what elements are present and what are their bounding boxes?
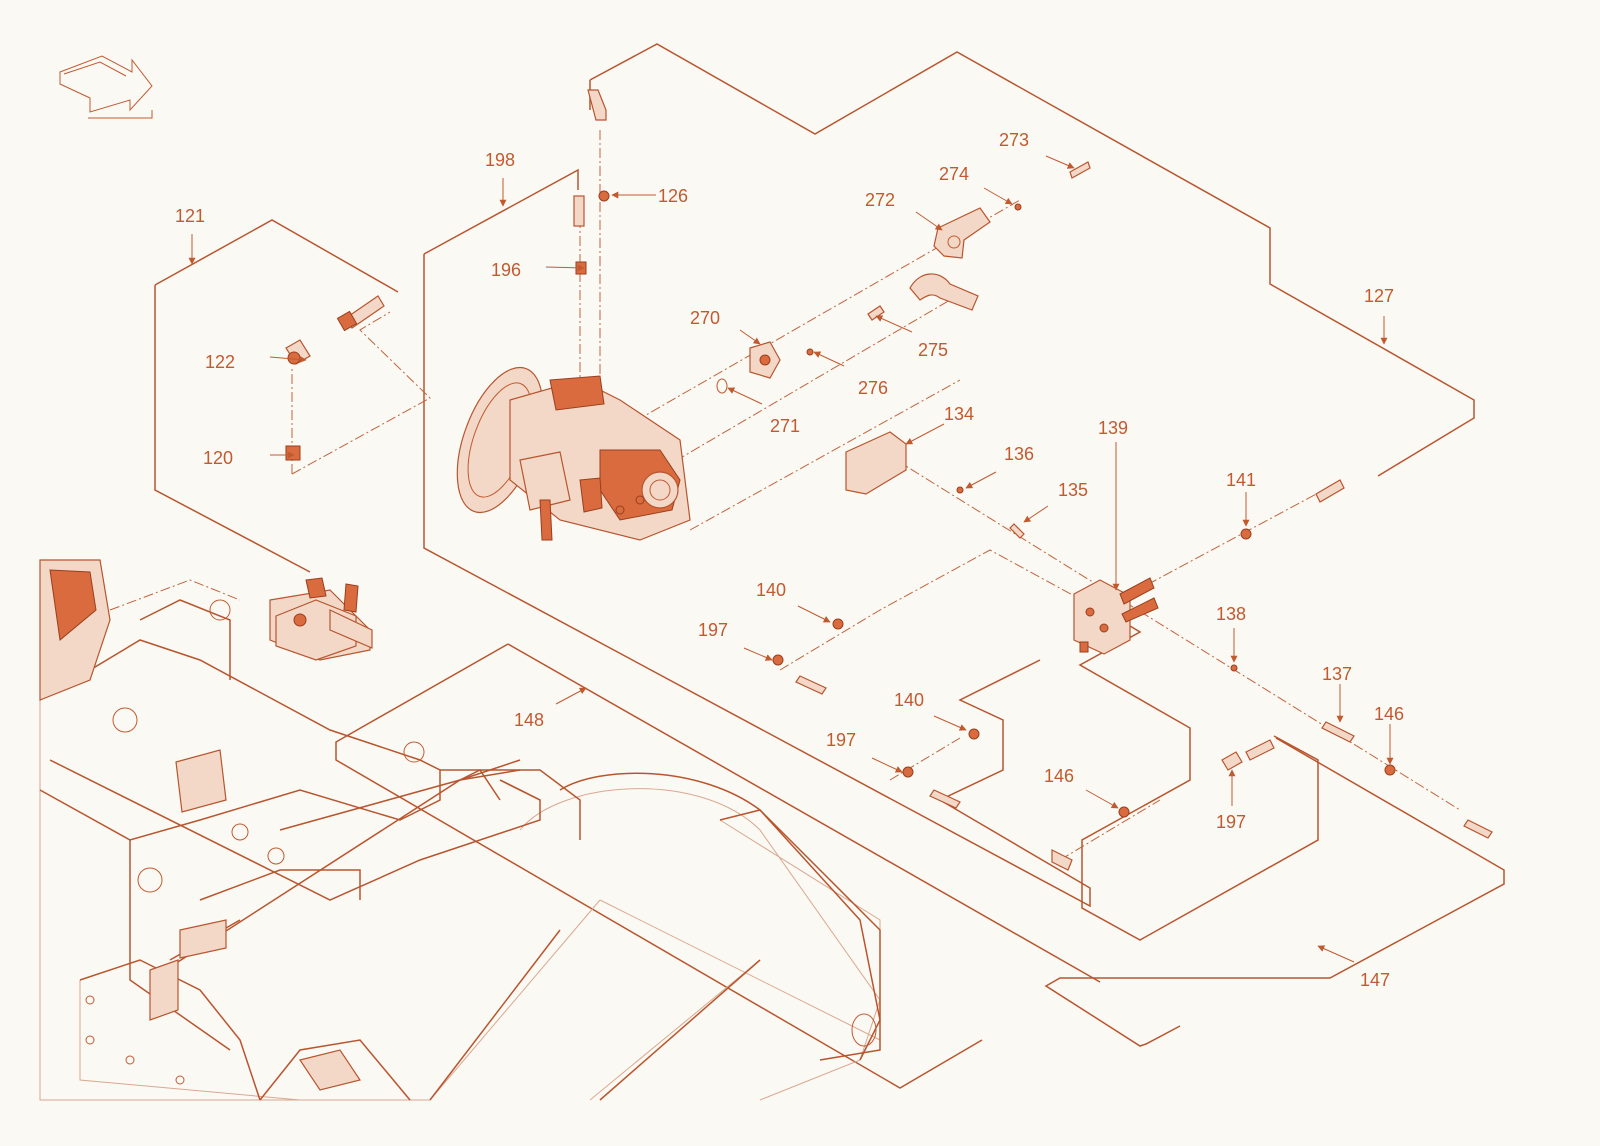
hose-end-197-lower xyxy=(929,789,961,809)
callout-148: 148 xyxy=(514,710,544,730)
callout-273: 273 xyxy=(999,130,1029,150)
part-138 xyxy=(1230,664,1238,672)
hose-end-146-right xyxy=(1463,819,1493,839)
part-134-plate xyxy=(845,431,907,495)
part-139-valve-block xyxy=(1073,577,1159,655)
part-122-elbow xyxy=(285,339,311,365)
callout-197-right: 197 xyxy=(1216,812,1246,832)
callout-272: 272 xyxy=(865,190,895,210)
part-273 xyxy=(1069,161,1091,179)
callout-labels: 121 122 120 198 126 196 270 271 276 275 … xyxy=(175,130,1404,990)
callout-197-lower: 197 xyxy=(826,730,856,750)
main-pump xyxy=(456,366,691,541)
callout-274: 274 xyxy=(939,164,969,184)
part-276 xyxy=(806,348,814,356)
callout-198: 198 xyxy=(485,150,515,170)
group-121-parts xyxy=(275,295,385,661)
callout-134: 134 xyxy=(944,404,974,424)
callout-127: 127 xyxy=(1364,286,1394,306)
machine-frame-illustration xyxy=(39,600,881,1101)
pump-hardware xyxy=(573,89,1091,394)
part-271-oring xyxy=(716,378,728,394)
hose-end-197-upper xyxy=(795,675,827,695)
callout-275: 275 xyxy=(918,340,948,360)
hose-end-127 xyxy=(1315,479,1345,503)
leader-lines xyxy=(188,155,1394,963)
callout-271: 271 xyxy=(770,416,800,436)
part-275 xyxy=(867,305,885,321)
roller-drum xyxy=(279,759,881,1101)
hose-top xyxy=(573,89,607,227)
pump-valve-assembly xyxy=(275,577,373,661)
part-126 xyxy=(598,190,610,202)
group-outline-127 xyxy=(589,43,1475,477)
callout-137: 137 xyxy=(1322,664,1352,684)
group-127-parts xyxy=(772,431,1493,871)
callout-140-upper: 140 xyxy=(756,580,786,600)
hose-end-146-left xyxy=(1051,849,1073,871)
callout-197-upper: 197 xyxy=(698,620,728,640)
group-outline-198 xyxy=(423,168,1091,908)
callout-138: 138 xyxy=(1216,604,1246,624)
callout-126: 126 xyxy=(658,186,688,206)
callout-121: 121 xyxy=(175,206,205,226)
part-136 xyxy=(956,486,964,494)
callout-122: 122 xyxy=(205,352,235,372)
part-197-lower xyxy=(902,766,914,778)
hose-elbow-272 xyxy=(909,273,979,311)
callout-140-lower: 140 xyxy=(894,690,924,710)
part-140-lower xyxy=(968,728,980,740)
direction-arrow-icon xyxy=(59,55,153,119)
hose-end-197-right xyxy=(1245,739,1275,761)
callout-141: 141 xyxy=(1226,470,1256,490)
part-274 xyxy=(1014,203,1022,211)
group-outline-147 xyxy=(1044,625,1505,1047)
callout-146-left: 146 xyxy=(1044,766,1074,786)
callout-196: 196 xyxy=(491,260,521,280)
part-146-right xyxy=(1384,764,1396,776)
part-270-flange xyxy=(749,341,781,379)
part-135 xyxy=(1009,523,1025,539)
part-272-bracket xyxy=(933,207,991,259)
callout-146-right: 146 xyxy=(1374,704,1404,724)
part-137 xyxy=(1321,721,1355,743)
part-197-upper xyxy=(772,654,784,666)
part-121-fitting xyxy=(336,295,385,332)
part-140-upper xyxy=(832,618,844,630)
part-146-left xyxy=(1118,806,1130,818)
callout-276: 276 xyxy=(858,378,888,398)
group-outline-121 xyxy=(154,219,399,573)
part-197-right xyxy=(1221,751,1243,771)
callout-147: 147 xyxy=(1360,970,1390,990)
part-141 xyxy=(1240,528,1252,540)
part-120-plug xyxy=(285,445,301,461)
group-outline-148 xyxy=(335,643,1101,1089)
callout-139: 139 xyxy=(1098,418,1128,438)
callout-270: 270 xyxy=(690,308,720,328)
callout-120: 120 xyxy=(203,448,233,468)
callout-135: 135 xyxy=(1058,480,1088,500)
callout-136: 136 xyxy=(1004,444,1034,464)
